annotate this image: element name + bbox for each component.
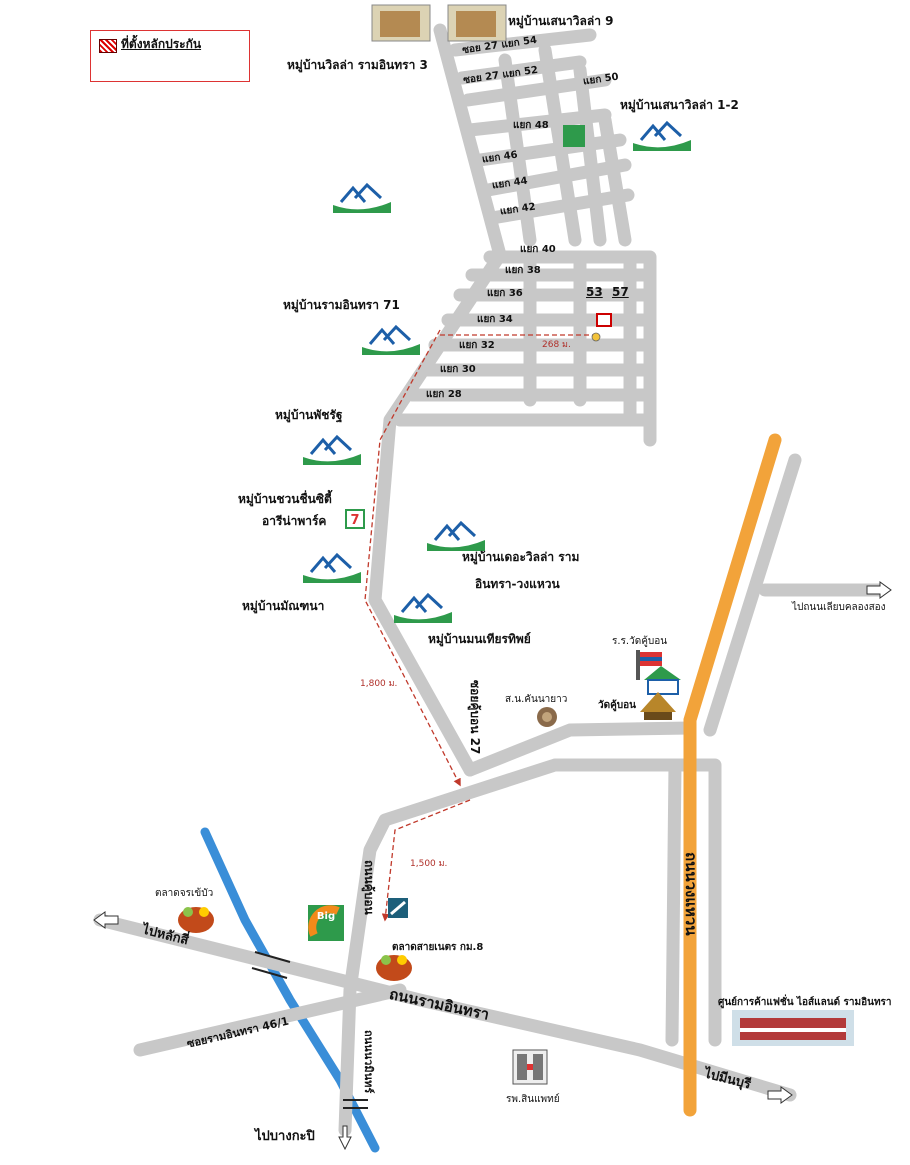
place-label: ศูนย์การค้าแฟชั่น ไอส์แลนด์ รามอินทรา xyxy=(718,997,892,1008)
soi-label: แยก 40 xyxy=(520,244,556,255)
road-soi-khubon-27 xyxy=(368,23,507,777)
village-label: หมู่บ้านชวนชื่นซิตี้ xyxy=(238,492,332,506)
legend-swatch xyxy=(99,39,117,53)
place-label: ตลาดจรเข้บัว xyxy=(155,888,214,899)
road-name: ถนนนวมินทร์ xyxy=(362,1030,375,1094)
market-icon xyxy=(376,955,412,981)
soi-label: แยก 36 xyxy=(487,288,523,299)
park-area xyxy=(563,125,585,147)
house-number: 57 xyxy=(612,285,629,299)
soi-label: แยก 30 xyxy=(440,364,476,375)
village-label: หมู่บ้านเสนาวิลล่า 1-2 xyxy=(620,98,739,112)
distance-label: 1,800 ม. xyxy=(360,679,398,689)
village-icons xyxy=(371,4,507,42)
place-label: ส.น.คันนายาว xyxy=(505,694,568,705)
place-label: วัดคู้บอน xyxy=(598,700,636,711)
road-khubon xyxy=(338,721,722,1137)
soi-label: แยก 34 xyxy=(477,314,513,325)
collateral-pin xyxy=(591,332,601,342)
distance-label: 268 ม. xyxy=(542,340,571,350)
road-ramintra xyxy=(93,913,797,1102)
svg-text:Big: Big xyxy=(317,911,335,922)
school-icon xyxy=(636,650,681,695)
road-name: ถนนวงแหวน xyxy=(682,852,700,936)
road-parallel-right xyxy=(665,453,802,1047)
direction-label: ไปบางกะปิ xyxy=(255,1129,315,1144)
village-label: หมู่บ้านมัณฑนา xyxy=(242,599,325,613)
temple-icon xyxy=(640,692,676,720)
village-label: หมู่บ้านพัชรัฐ xyxy=(275,408,343,422)
direction-arrows xyxy=(93,581,892,1151)
bigc-icon: Big xyxy=(308,905,344,941)
village-label: อารีน่าพาร์ค xyxy=(262,514,327,528)
road-network xyxy=(93,23,887,1137)
village-label: หมู่บ้านรามอินทรา 71 xyxy=(283,298,400,312)
road-grid-top xyxy=(448,28,635,225)
house-icons xyxy=(303,120,691,623)
bridges xyxy=(251,951,368,1109)
road-grid-top-verticals xyxy=(498,43,632,247)
distance-label: 1,500 ม. xyxy=(410,859,448,869)
soi-label: แยก 32 xyxy=(459,340,495,351)
soi-label: แยก 38 xyxy=(505,265,541,276)
hospital-icon xyxy=(512,1049,548,1085)
expressway-wongwaen xyxy=(683,433,782,1117)
village-photo-icon xyxy=(371,4,431,42)
legend-label: ที่ตั้งหลักประกัน xyxy=(121,37,202,51)
village-label: หมู่บ้านมนเทียรทิพย์ xyxy=(428,632,531,646)
place-label: รพ.สินแพทย์ xyxy=(506,1094,560,1105)
village-photo-icon xyxy=(447,4,507,42)
road-soi-ramintra-46-1 xyxy=(133,983,407,1057)
legend: ที่ตั้งหลักประกัน xyxy=(90,30,250,82)
road-name: ซอยคู้บอน 27 xyxy=(468,680,482,755)
road-grid-lower-verticals xyxy=(523,250,637,427)
soi-label: แยก 28 xyxy=(426,389,462,400)
svg-text:7: 7 xyxy=(350,513,359,528)
house-number: 53 xyxy=(586,285,603,299)
road-name: ถนนคู้บอน xyxy=(362,860,376,915)
place-label: ร.ร.วัดคู้บอน xyxy=(612,636,668,647)
village-label: หมู่บ้านวิลล่า รามอินทรา 3 xyxy=(287,58,428,72)
village-label: หมู่บ้านเสนาวิลล่า 9 xyxy=(508,14,614,28)
seven-eleven-icon: 7 xyxy=(345,509,365,529)
bank-icon xyxy=(388,898,408,918)
place-label: ตลาดสายเนตร กม.8 xyxy=(392,942,484,953)
soi-label: แยก 48 xyxy=(513,120,549,131)
police-icon xyxy=(537,707,557,727)
village-label: หมู่บ้านเดอะวิลล่า ราม xyxy=(462,550,580,564)
route-path-lower xyxy=(381,799,471,922)
direction-label: ไปถนนเลียบคลองสอง xyxy=(792,602,886,613)
village-label: อินทรา-วงแหวน xyxy=(475,577,560,591)
market-icon xyxy=(178,907,214,933)
mall-icon xyxy=(732,1010,854,1046)
collateral-marker xyxy=(596,313,612,327)
